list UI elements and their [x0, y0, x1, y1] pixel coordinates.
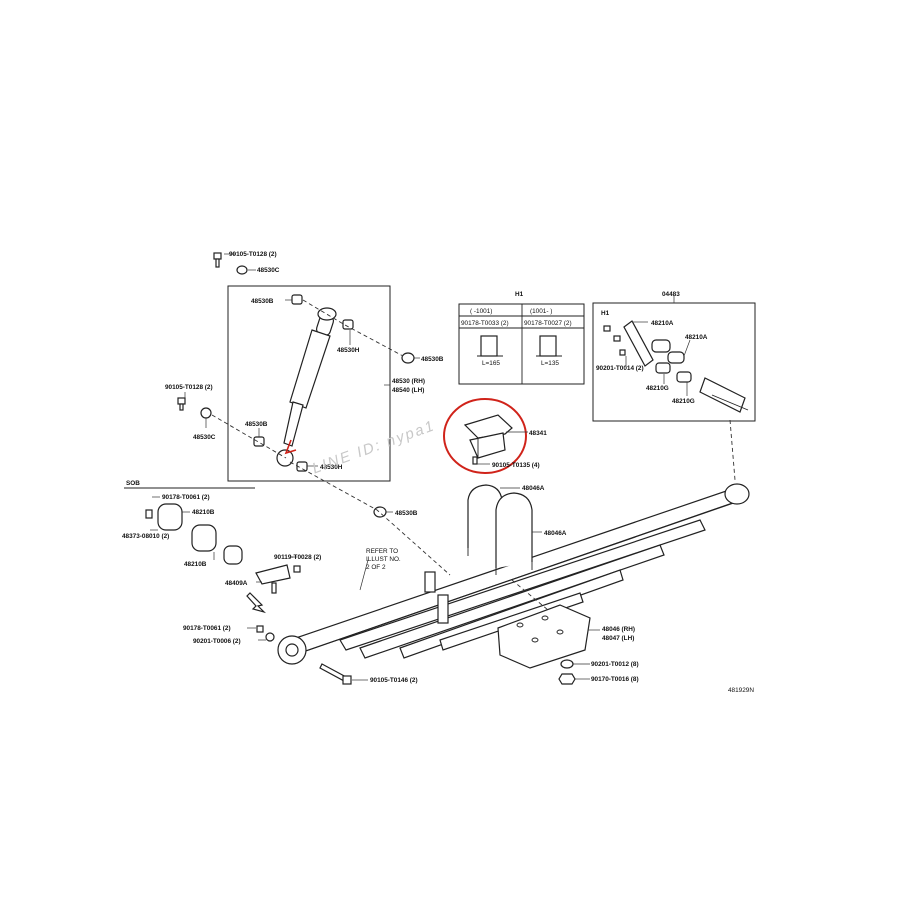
label-48341: 48341 — [529, 430, 547, 437]
label-90170-t0016: 90170-T0016 (8) — [591, 676, 639, 683]
spec-col2-figure — [536, 335, 562, 357]
label-90105-t0128-left: 90105-T0128 (2) — [165, 384, 213, 391]
refer-note-line1: REFER TO — [366, 548, 398, 555]
table-col1-header: ( -1001) — [470, 308, 492, 315]
bushing-48530h-upper — [342, 319, 354, 330]
shackle-plate-right — [699, 377, 749, 413]
label-sob: SOB — [126, 480, 140, 487]
label-90201-t0014: 90201-T0014 (2) — [596, 365, 644, 372]
label-h1-right: H1 — [601, 310, 610, 317]
washer-90201-t0012 — [560, 659, 574, 669]
label-48409a: 48409A — [225, 580, 248, 587]
front-hanger-bushings — [145, 503, 243, 565]
label-48210a-2: 48210A — [685, 334, 708, 341]
label-48046a-1: 48046A — [522, 485, 545, 492]
bolt-90105-t0128-left — [177, 397, 186, 411]
bolt-spec-table — [458, 303, 585, 385]
table-col1-part: 90178-T0033 (2) — [461, 320, 509, 327]
shackle-plate-left — [623, 320, 654, 367]
highlight-circle — [443, 398, 527, 474]
bolt-90105-t0146 — [319, 663, 352, 685]
shackle-bushings — [651, 339, 692, 383]
label-48540-lh: 48540 (LH) — [392, 387, 424, 394]
label-90178-t0061-a: 90178-T0061 (2) — [162, 494, 210, 501]
nut-48530b-low — [373, 506, 387, 518]
label-48530c-top: 48530C — [257, 267, 280, 274]
label-90178-t0061-b: 90178-T0061 (2) — [183, 625, 231, 632]
label-90201-t0012: 90201-T0012 (8) — [591, 661, 639, 668]
leaf-spring — [277, 483, 750, 665]
front-hanger-pin — [255, 564, 301, 594]
bushing-48530h-lower — [296, 461, 308, 472]
refer-note-line2: ILLUST NO. — [366, 556, 401, 563]
label-48530b-a: 48530B — [251, 298, 274, 305]
front-bolt-nut — [256, 625, 275, 642]
table-col2-header: (1001- ) — [530, 308, 552, 315]
watermark: LINE ID: nypa1 — [310, 417, 438, 477]
label-48210g-2: 48210G — [672, 398, 695, 405]
shock-absorber-group-box — [227, 285, 391, 482]
assembly-line-shock-down — [289, 461, 451, 576]
shock-absorber — [276, 307, 337, 467]
assembly-line-shock-top — [302, 299, 404, 357]
nut-90170-t0016 — [558, 673, 576, 685]
label-90119-t0028: 90119-T0028 (2) — [274, 554, 321, 561]
table-col2-part: 90178-T0027 (2) — [524, 320, 572, 327]
label-48210a-1: 48210A — [651, 320, 674, 327]
leader-lines — [150, 253, 691, 681]
washer-48530c-left — [200, 407, 212, 419]
label-48530b-b: 48530B — [245, 421, 268, 428]
table-col2-length: L=135 — [541, 360, 559, 367]
assembly-line-shackle — [729, 419, 736, 481]
refer-note-line3: 2 OF 2 — [366, 564, 386, 571]
label-48530-rh: 48530 (RH) — [392, 378, 425, 385]
bolt-90105-t0128-top — [213, 252, 222, 268]
label-48373-08010: 48373-08010 (2) — [122, 533, 169, 540]
label-h1-table: H1 — [515, 291, 524, 298]
label-48530b-right: 48530B — [421, 356, 444, 363]
label-48046a-2: 48046A — [544, 530, 567, 537]
label-48210g-1: 48210G — [646, 385, 669, 392]
label-48046-rh: 48046 (RH) — [602, 626, 635, 633]
label-48210b-b: 48210B — [184, 561, 207, 568]
shackle-small-bolts — [603, 325, 626, 356]
figure-id: 481929N — [728, 687, 754, 694]
label-04483: 04483 — [662, 291, 680, 298]
direction-arrow — [246, 592, 267, 614]
label-90105-t0135: 90105-T0135 (4) — [492, 462, 540, 469]
spec-col1-figure — [477, 335, 503, 357]
label-48530c-left: 48530C — [193, 434, 216, 441]
assembly-line-shock-left — [211, 414, 287, 459]
table-col1-length: L=165 — [482, 360, 500, 367]
label-90105-t0128-top: 90105-T0128 (2) — [229, 251, 277, 258]
label-48047-lh: 48047 (LH) — [602, 635, 634, 642]
washer-48530c-top — [236, 265, 248, 275]
bushing-48530b-upper — [291, 294, 303, 305]
u-bolt-rear — [495, 492, 533, 575]
label-90201-t0006: 90201-T0006 (2) — [193, 638, 241, 645]
label-90105-t0146: 90105-T0146 (2) — [370, 677, 418, 684]
nut-48530b-right — [401, 352, 415, 364]
label-48210b-a: 48210B — [192, 509, 215, 516]
spring-seat-plate — [497, 604, 591, 669]
label-48530h-a: 48530H — [337, 347, 360, 354]
bump-stopper-48341 — [463, 414, 513, 465]
label-48530h-b: 48530H — [320, 464, 343, 471]
label-48530b-low: 48530B — [395, 510, 418, 517]
